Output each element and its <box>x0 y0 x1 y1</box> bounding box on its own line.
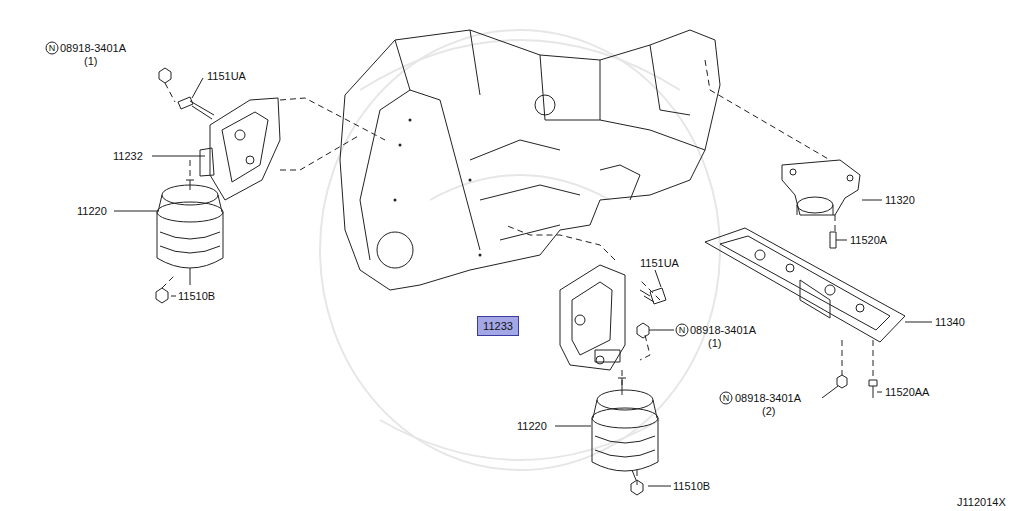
callout-number: (1) <box>708 337 721 349</box>
note-symbol: N <box>723 393 730 403</box>
callout-number: J112014X <box>957 496 1006 508</box>
callout-number: 11520AA <box>885 386 929 398</box>
callout-number: 1151UA <box>640 257 679 269</box>
callout-number: 1151UA <box>207 70 246 82</box>
callout-number: 11220 <box>77 205 107 217</box>
callout-number: 08918-3401A <box>690 324 756 336</box>
callout-number: 08918-3401A <box>60 42 126 54</box>
note-symbol: N <box>49 43 56 53</box>
callout-number: (1) <box>84 55 97 67</box>
callout-number: (2) <box>762 405 775 417</box>
callout-number: 08918-3401A <box>735 392 801 404</box>
part-number: 11233 <box>478 320 518 332</box>
callout-number: 11510B <box>178 290 215 302</box>
callout-number: 11232 <box>113 150 143 162</box>
callout-number: 11340 <box>935 316 965 328</box>
callout-number: 11520A <box>850 234 887 246</box>
callout-number: 11320 <box>885 194 915 206</box>
highlight-box: 11233 <box>477 316 519 336</box>
callout-number: 11220 <box>517 420 547 432</box>
note-symbol: N <box>679 325 686 335</box>
callout-number: 11510B <box>673 480 710 492</box>
